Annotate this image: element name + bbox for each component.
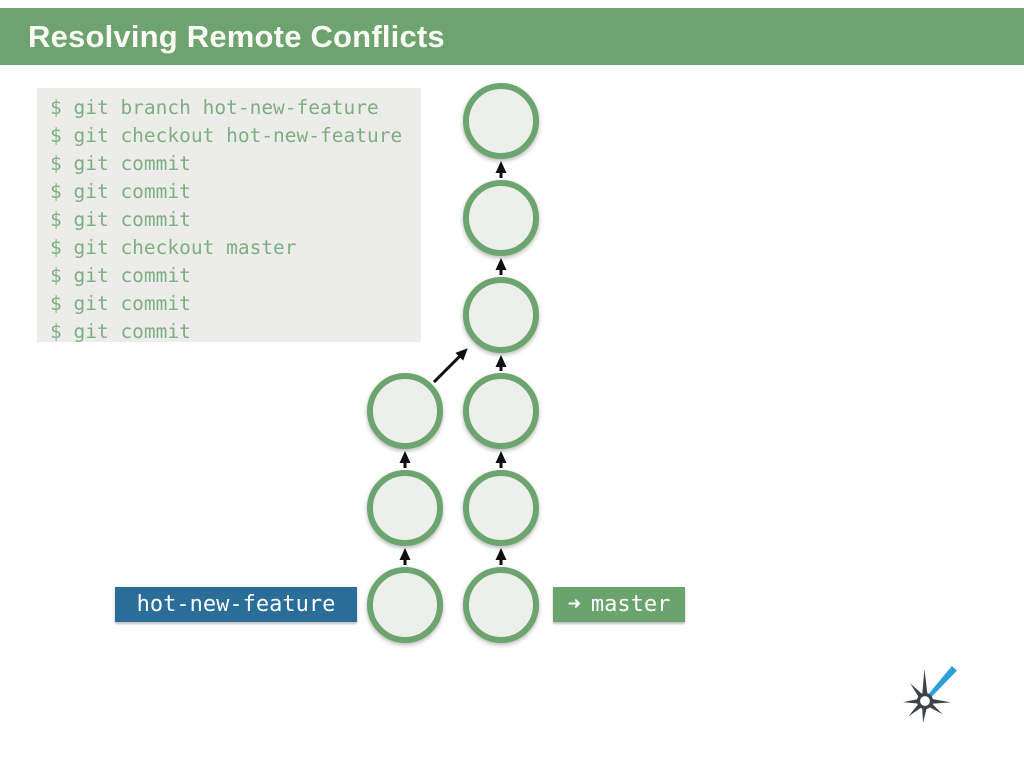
commit-arrow-head bbox=[495, 548, 507, 560]
commit-node-feature bbox=[367, 470, 443, 546]
commit-node-master bbox=[463, 567, 539, 643]
branch-badge-hot-new-feature: hot-new-feature bbox=[115, 587, 357, 622]
star-spike bbox=[921, 700, 929, 723]
star-center bbox=[916, 692, 934, 710]
commit-arrow-head bbox=[399, 548, 411, 560]
slide-title: Resolving Remote Conflicts bbox=[28, 19, 445, 54]
commit-arrow-head bbox=[399, 451, 411, 463]
commit-node-feature bbox=[367, 373, 443, 449]
compass-star-logo-icon bbox=[903, 666, 957, 723]
star-spike bbox=[924, 697, 951, 705]
commit-node-master bbox=[463, 180, 539, 256]
star-spike bbox=[903, 697, 926, 705]
commit-node-feature bbox=[367, 567, 443, 643]
commit-node-master bbox=[463, 83, 539, 159]
right-arrow-icon: ➜ bbox=[567, 592, 581, 617]
git-commands-code-block: $ git branch hot-new-feature $ git check… bbox=[37, 88, 421, 343]
commit-arrow-head bbox=[495, 355, 507, 367]
commit-node-master bbox=[463, 470, 539, 546]
star-spike bbox=[921, 669, 929, 702]
star-spike bbox=[923, 698, 943, 715]
branch-arrow-line bbox=[432, 351, 465, 384]
commit-node-master bbox=[463, 277, 539, 353]
commit-arrow-head bbox=[495, 451, 507, 463]
star-spike bbox=[910, 683, 928, 704]
branch-badge-master: ➜ master bbox=[553, 587, 685, 622]
commit-arrow-head bbox=[495, 258, 507, 270]
star-spike bbox=[908, 698, 928, 717]
slide-title-bar: Resolving Remote Conflicts bbox=[0, 8, 1024, 65]
commit-arrow-head bbox=[495, 161, 507, 173]
blue-ray bbox=[927, 666, 957, 698]
branch-arrow-head bbox=[455, 348, 468, 361]
feature-branch-label: hot-new-feature bbox=[136, 592, 336, 617]
commit-node-master bbox=[463, 373, 539, 449]
master-branch-label: master bbox=[590, 592, 671, 617]
